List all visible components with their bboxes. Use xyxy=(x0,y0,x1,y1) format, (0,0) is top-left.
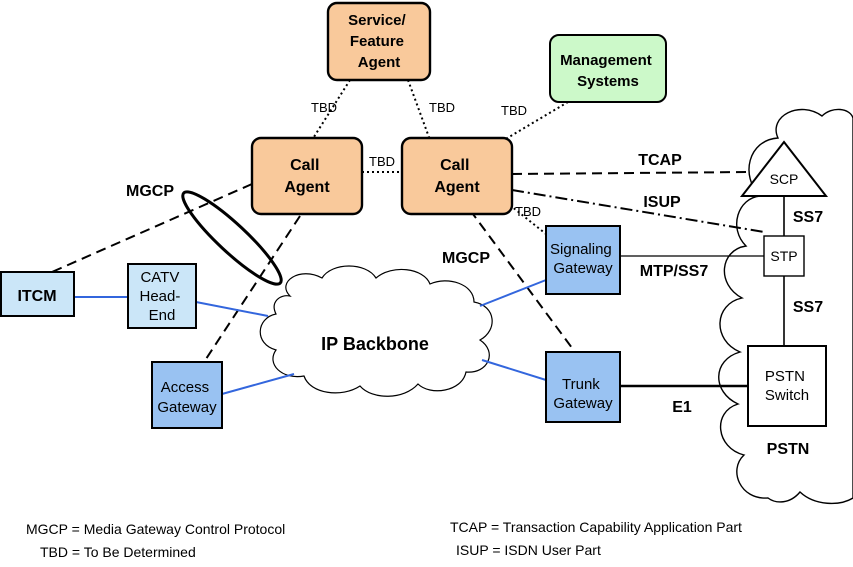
svg-text:PSTN Switch: PSTN Switch xyxy=(765,368,809,404)
svg-text:Management Systems: Management Systems xyxy=(560,52,656,90)
svg-text:Call Agent: Call Agent xyxy=(284,157,330,196)
trunk-gateway-line2: Gateway xyxy=(553,395,613,412)
label-isup: ISUP xyxy=(643,194,681,211)
legend-mgcp: MGCP = Media Gateway Control Protocol xyxy=(26,521,285,537)
catv-head-end[interactable]: CATV Head- End xyxy=(127,263,197,329)
stp-node[interactable]: STP xyxy=(763,235,805,277)
scp-label: SCP xyxy=(770,171,799,187)
access-gateway[interactable]: Access Gateway xyxy=(151,361,223,429)
pstn-switch[interactable]: PSTN Switch xyxy=(747,345,827,427)
link-service-to-left-agent xyxy=(311,79,351,141)
access-gateway-line2: Gateway xyxy=(157,399,217,416)
call-agent-right-line1: Call xyxy=(440,157,469,174)
legend-isup: ISUP = ISDN User Part xyxy=(456,542,601,558)
link-isup xyxy=(511,189,765,233)
stp-label: STP xyxy=(770,248,797,264)
management-line2: Systems xyxy=(577,73,639,90)
legend-tcap: TCAP = Transaction Capability Applicatio… xyxy=(450,519,742,535)
link-right-agent-to-trunk xyxy=(469,209,576,353)
link-left-agent-to-access xyxy=(203,215,301,363)
label-tbd-service-left: TBD xyxy=(311,100,337,115)
signaling-gateway-line2: Gateway xyxy=(553,260,613,277)
management-systems[interactable]: Management Systems xyxy=(549,34,667,103)
management-line1: Management xyxy=(560,52,652,69)
trunk-gateway-line1: Trunk xyxy=(562,376,600,393)
link-backbone-to-trunk xyxy=(481,359,547,381)
call-agent-left-line1: Call xyxy=(290,157,319,174)
link-labels: TBD TBD TBD TBD TBD TCAP ISUP MGCP MGCP … xyxy=(126,100,823,416)
pstn-cloud-label: PSTN xyxy=(767,441,810,458)
trunk-gateway[interactable]: Trunk Gateway xyxy=(545,351,621,423)
catv-line1: CATV xyxy=(140,269,179,286)
signaling-gateway[interactable]: Signaling Gateway xyxy=(545,225,621,295)
scp-node[interactable]: SCP xyxy=(739,140,829,197)
link-agent-to-signaling xyxy=(505,201,547,235)
legend: MGCP = Media Gateway Control Protocol TB… xyxy=(26,519,742,560)
service-agent-line2: Feature xyxy=(350,33,404,50)
label-tbd-agents: TBD xyxy=(369,154,395,169)
call-agent-left[interactable]: Call Agent xyxy=(250,136,364,216)
link-left-agent-to-itcm xyxy=(51,183,253,273)
label-mtp-ss7: MTP/SS7 xyxy=(640,263,709,280)
link-backbone-to-signaling xyxy=(479,279,547,307)
solid-links xyxy=(620,196,785,388)
catv-line2: Head- xyxy=(139,288,180,305)
tbd-links xyxy=(311,79,569,235)
mgcp-ellipse xyxy=(181,190,283,286)
pstn-switch-line2: Switch xyxy=(765,387,809,404)
svg-text:Call Agent: Call Agent xyxy=(434,157,480,196)
pstn-switch-line1: PSTN xyxy=(765,368,805,385)
label-e1: E1 xyxy=(672,399,692,416)
svg-text:CATV Head- End: CATV Head- End xyxy=(139,269,184,324)
mgcp-links xyxy=(51,171,753,363)
service-agent-line3: Agent xyxy=(358,54,401,71)
svg-text:Service/ Feature A: Service/ Feature Agent xyxy=(348,12,410,71)
label-mgcp-right: MGCP xyxy=(442,250,490,267)
link-service-to-right-agent xyxy=(407,79,431,141)
label-tbd-management: TBD xyxy=(501,103,527,118)
call-agent-right-line2: Agent xyxy=(434,179,480,196)
service-agent-line1: Service/ xyxy=(348,12,406,29)
itcm-label: ITCM xyxy=(17,288,56,305)
label-ss7-lower: SS7 xyxy=(793,299,823,316)
label-ss7-upper: SS7 xyxy=(793,209,823,226)
call-agent-left-line2: Agent xyxy=(284,179,330,196)
label-tbd-service-right: TBD xyxy=(429,100,455,115)
link-catv-to-backbone xyxy=(195,301,269,317)
label-tbd-signaling: TBD xyxy=(515,204,541,219)
legend-tbd: TBD = To Be Determined xyxy=(40,544,196,560)
signaling-gateway-line1: Signaling xyxy=(550,241,612,258)
link-tcap xyxy=(511,171,753,175)
svg-text:Signaling Gateway: Signaling Gateway xyxy=(550,241,616,277)
link-access-to-backbone xyxy=(221,373,295,395)
ip-backbone-label: IP Backbone xyxy=(321,334,429,354)
call-agent-right[interactable]: Call Agent xyxy=(400,136,514,216)
catv-line3: End xyxy=(149,307,176,324)
itcm-node[interactable]: ITCM xyxy=(0,271,75,317)
service-feature-agent[interactable]: Service/ Feature Agent xyxy=(326,1,432,82)
access-gateway-line1: Access xyxy=(161,379,209,396)
svg-text:Access Gateway: Access Gateway xyxy=(157,379,217,416)
ip-backbone-cloud: IP Backbone xyxy=(259,265,493,397)
svg-text:Trunk Gateway: Trunk Gateway xyxy=(553,376,613,412)
ip-links xyxy=(74,279,547,395)
label-mgcp-left: MGCP xyxy=(126,183,174,200)
label-tcap: TCAP xyxy=(638,152,682,169)
